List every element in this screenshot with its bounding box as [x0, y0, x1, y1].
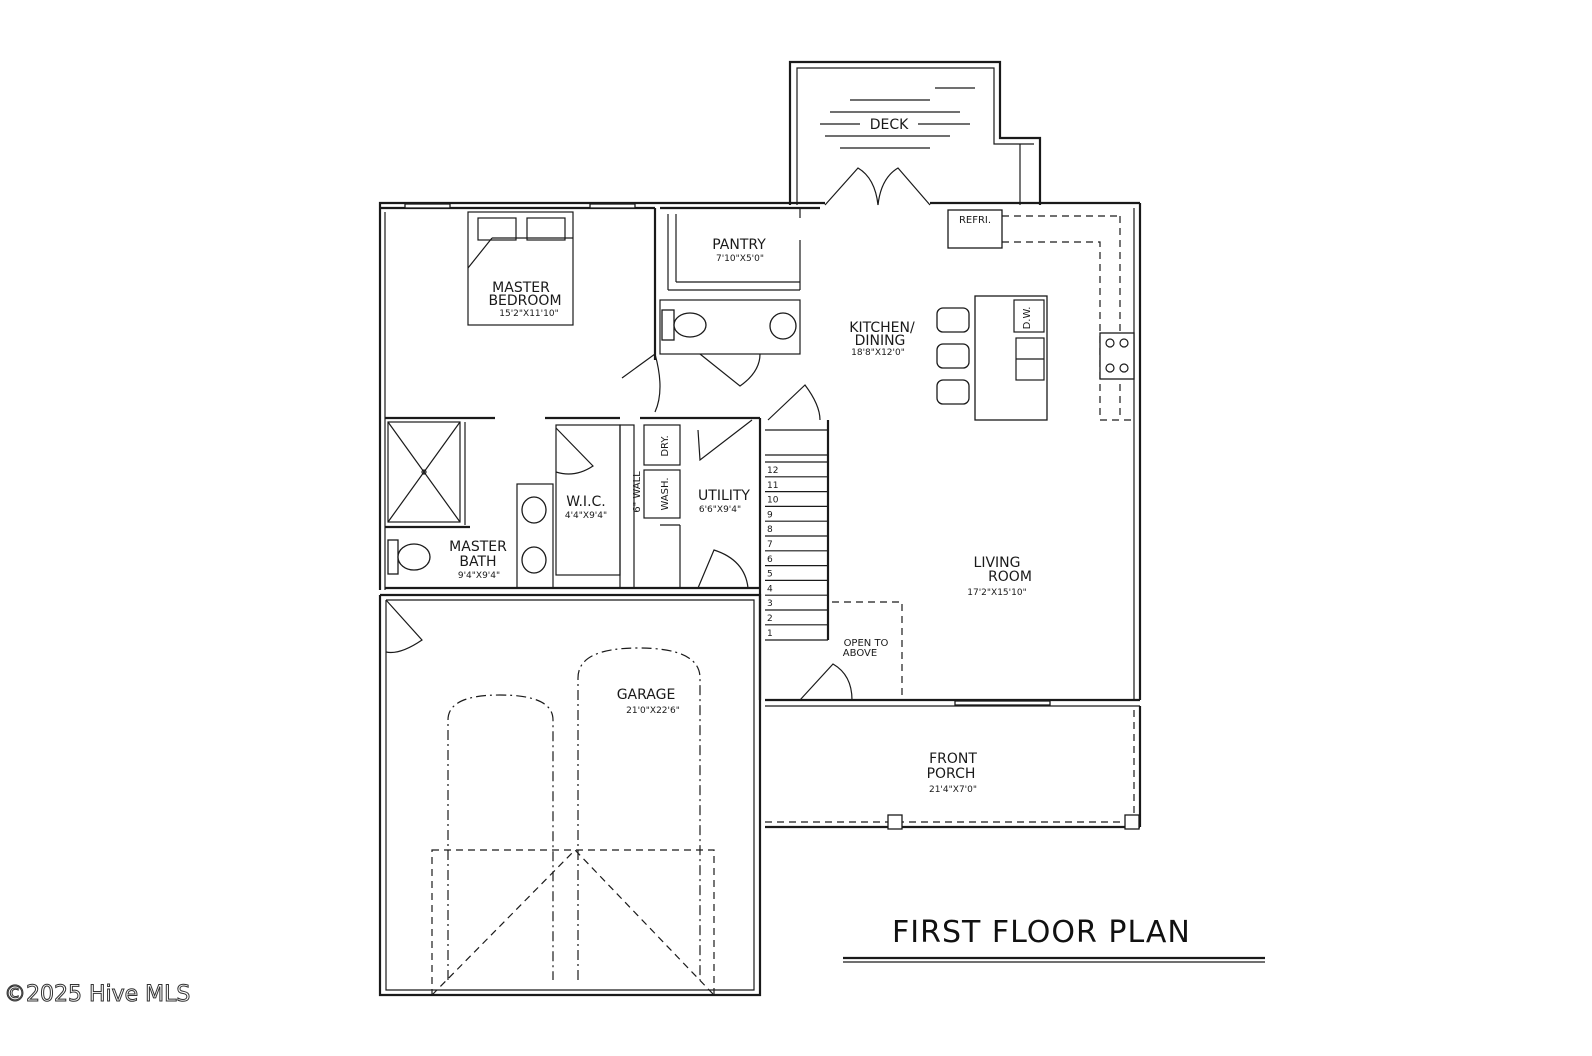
porch-post — [1124, 814, 1140, 830]
porch-label-1: FRONT — [929, 751, 977, 767]
wic-dim: 4'4"X9'4" — [565, 511, 607, 521]
stair-number: 5 — [767, 570, 773, 580]
pantry-label: PANTRY — [712, 237, 766, 253]
sink-icon — [769, 312, 797, 340]
pantry: PANTRY 7'10"X5'0" — [660, 206, 820, 291]
stair-number: 1 — [767, 629, 773, 639]
dry-label: DRY. — [660, 435, 671, 456]
stairs: 12 11 10 9 8 7 6 5 4 3 2 1 — [758, 384, 830, 700]
stair-number: 7 — [767, 540, 773, 550]
stair-number: 11 — [767, 481, 778, 491]
wall-note: 6" WALL — [632, 471, 643, 513]
stair-number: 2 — [767, 614, 773, 624]
master-bedroom-label-2: BEDROOM — [488, 293, 561, 309]
stair-number: 12 — [767, 466, 778, 476]
utility: DRY. WASH. UTILITY 6'6"X9'4" — [640, 416, 760, 589]
shower-icon — [387, 421, 461, 523]
kitchen-label-2: DINING — [855, 333, 906, 349]
bed-icon — [467, 211, 574, 326]
deck-label: DECK — [870, 117, 909, 133]
kitchen-dim: 18'8"X12'0" — [851, 348, 905, 358]
stove-icon — [1099, 332, 1135, 380]
garage-dim: 21'0"X22'6" — [626, 706, 680, 716]
stair-number: 4 — [767, 584, 773, 594]
deck: DECK — [788, 60, 1042, 206]
master-bedroom-label-1: MASTER — [492, 280, 550, 296]
refri-label: REFRI. — [959, 215, 991, 226]
stair-number: 3 — [767, 599, 773, 609]
porch-post — [887, 814, 903, 830]
dryer — [643, 424, 681, 466]
toilet-icon — [387, 539, 399, 575]
utility-dim: 6'6"X9'4" — [699, 505, 741, 515]
dishwasher — [1013, 299, 1045, 333]
stair-number: 9 — [767, 510, 773, 520]
master-bedroom-dim: 15'2"X11'10" — [499, 309, 558, 319]
stair-number: 6 — [767, 555, 773, 565]
pantry-dim: 7'10"X5'0" — [716, 254, 764, 264]
dw-label: D.W. — [1022, 307, 1033, 330]
toilet-icon — [661, 309, 675, 341]
porch-label-2: PORCH — [927, 766, 976, 782]
kitchen-label-1: KITCHEN/ — [849, 320, 915, 336]
kitchen: REFRI. D.W. KITCHEN/ DINING 18'8"X12'0" — [849, 209, 1135, 421]
stair-number: 10 — [767, 496, 779, 506]
vanity — [516, 483, 554, 589]
open-above-1: OPEN TO — [844, 638, 889, 649]
kitchen-island — [974, 295, 1048, 421]
utility-label: UTILITY — [698, 488, 750, 504]
master-bath-dim: 9'4"X9'4" — [458, 571, 500, 581]
master-bath-label-2: BATH — [459, 554, 496, 570]
watermark: ©2025 Hive MLS — [4, 982, 190, 1007]
powder-room — [621, 299, 801, 413]
washer — [643, 469, 681, 519]
garage: GARAGE 21'0"X22'6" — [378, 593, 762, 997]
living-room: OPEN TO ABOVE LIVING ROOM 17'2"X15'10" — [799, 555, 1032, 701]
porch-dim: 21'4"X7'0" — [929, 785, 977, 795]
stair-number: 8 — [767, 525, 773, 535]
garage-label: GARAGE — [617, 687, 676, 703]
living-label-1: LIVING — [974, 555, 1021, 571]
front-porch: FRONT PORCH 21'4"X7'0" — [765, 706, 1142, 830]
master-bath-label-1: MASTER — [449, 539, 507, 555]
house-walls — [378, 201, 1142, 707]
master-bedroom: MASTER BEDROOM 15'2"X11'10" — [385, 208, 657, 420]
master-bath: MASTER BATH 9'4"X9'4" — [385, 421, 760, 590]
stool-icon — [936, 307, 970, 405]
living-label-2: ROOM — [988, 569, 1032, 585]
living-dim: 17'2"X15'10" — [967, 588, 1026, 598]
wash-label: WASH. — [660, 477, 671, 510]
wic-label: W.I.C. — [566, 494, 606, 510]
plan-title: FIRST FLOOR PLAN — [892, 915, 1191, 950]
open-above-2: ABOVE — [843, 648, 877, 659]
refrigerator — [947, 209, 1003, 249]
wic: W.I.C. 4'4"X9'4" 6" WALL — [555, 424, 643, 589]
